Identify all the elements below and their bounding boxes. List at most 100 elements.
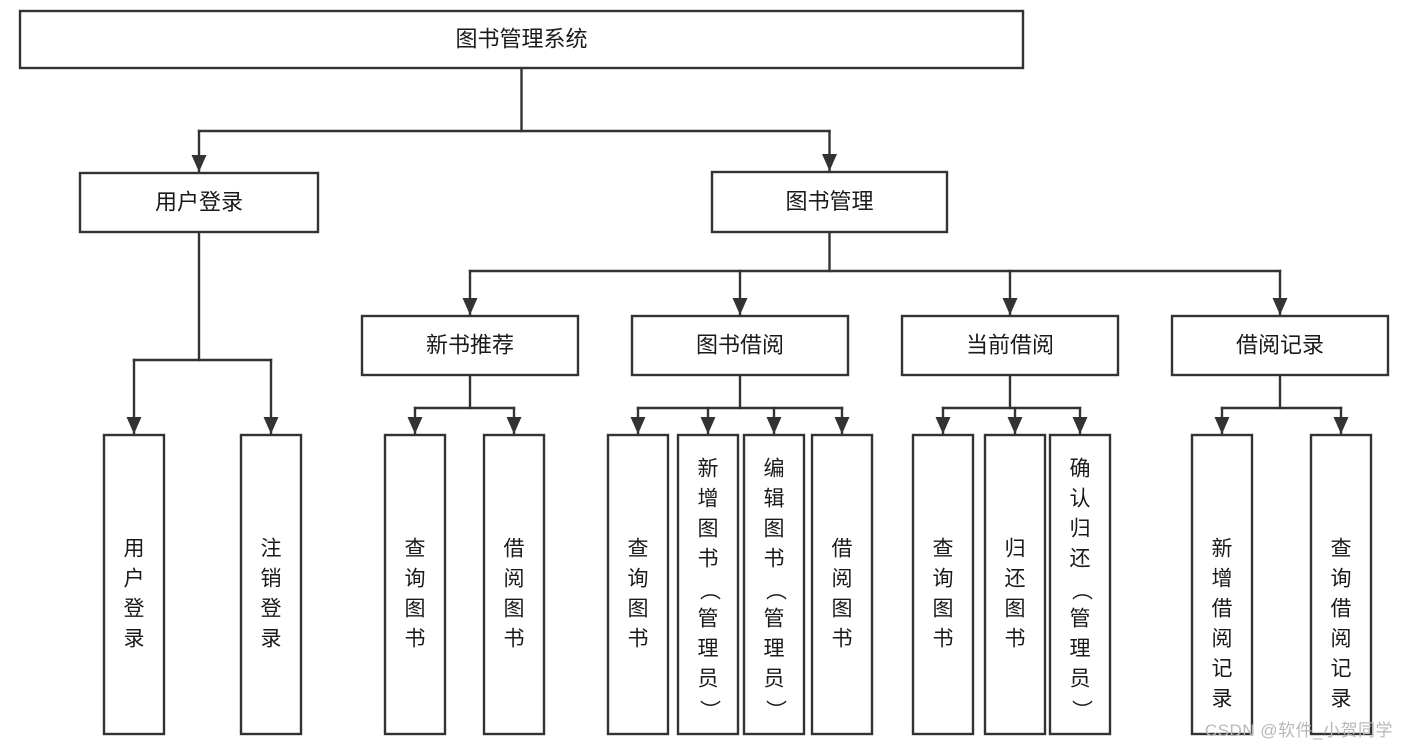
node-label-char: 新 — [698, 458, 719, 481]
node-root[interactable]: 图书管理系统 — [18, 9, 1025, 70]
node-label-char: 书 — [933, 628, 954, 651]
arrow-head-icon — [935, 417, 951, 434]
node-box-leaf-borrow-book-1 — [482, 433, 546, 736]
node-label-char: 管 — [1070, 608, 1091, 631]
node-leaf-user-login[interactable]: 用户登录 — [102, 433, 166, 736]
node-label-char: 增 — [1212, 568, 1233, 591]
node-label-borrow-records: 借阅记录 — [1236, 332, 1324, 357]
node-label-char: 阅 — [1212, 628, 1233, 651]
arrow-head-icon — [506, 417, 522, 434]
arrow-head-icon — [1007, 417, 1023, 434]
node-label-char: 查 — [405, 538, 426, 561]
node-label-char: 阅 — [504, 568, 525, 591]
node-current-borrow[interactable]: 当前借阅 — [900, 314, 1120, 377]
arrow-head-icon — [834, 417, 850, 434]
connector-layer — [126, 66, 1349, 436]
node-label-char: 辑 — [764, 488, 785, 511]
arrow-head-icon — [732, 298, 748, 315]
node-label-char: 销 — [261, 568, 282, 591]
arrow-head-icon — [126, 417, 142, 434]
node-label-book-management: 图书管理 — [785, 189, 873, 214]
node-label-char: 登 — [124, 598, 145, 621]
node-book-borrow[interactable]: 图书借阅 — [630, 314, 850, 377]
node-label-char: 录 — [124, 628, 145, 651]
node-label-char: 图 — [1005, 598, 1026, 621]
node-label-char: （ — [697, 580, 720, 601]
arrow-head-icon — [1214, 417, 1230, 434]
node-label-char: 注 — [261, 538, 282, 561]
node-label-char: 登 — [261, 598, 282, 621]
arrow-head-icon — [630, 417, 646, 434]
node-box-leaf-add-record — [1190, 433, 1254, 736]
node-label-char: （ — [1069, 580, 1092, 601]
node-box-leaf-query-book-1 — [383, 433, 447, 736]
node-label-char: 认 — [1070, 488, 1091, 511]
node-box-leaf-query-book-3 — [911, 433, 975, 736]
arrow-head-icon — [1002, 298, 1018, 315]
node-label-char: 还 — [1070, 548, 1091, 571]
node-label-char: 书 — [1005, 628, 1026, 651]
node-label-char: （ — [763, 580, 786, 601]
node-label-char: 借 — [832, 538, 853, 561]
node-label-char: 员 — [698, 668, 719, 691]
node-label-char: 阅 — [1331, 628, 1352, 651]
node-label-char: 询 — [628, 568, 649, 591]
node-box-leaf-query-book-2 — [606, 433, 670, 736]
node-label-char: 图 — [698, 518, 719, 541]
node-label-char: 用 — [124, 538, 145, 561]
node-label-char: 录 — [1331, 688, 1352, 711]
node-box-leaf-confirm-return — [1048, 433, 1112, 736]
node-label-new-book-recommend: 新书推荐 — [426, 332, 514, 357]
node-label-char: 理 — [1070, 638, 1091, 661]
node-borrow-records[interactable]: 借阅记录 — [1170, 314, 1390, 377]
node-label-book-borrow: 图书借阅 — [696, 332, 784, 357]
node-book-management[interactable]: 图书管理 — [710, 170, 949, 234]
node-label-char: 还 — [1005, 568, 1026, 591]
node-box-leaf-query-record — [1309, 433, 1373, 736]
node-label-char: 图 — [764, 518, 785, 541]
node-box-borrow-records — [1170, 314, 1390, 377]
node-box-current-borrow — [900, 314, 1120, 377]
node-label-char: 理 — [698, 638, 719, 661]
node-label-char: 归 — [1070, 518, 1091, 541]
arrow-head-icon — [407, 417, 423, 434]
node-label-char: 图 — [832, 598, 853, 621]
node-layer: 图书管理系统用户登录用户登录注销登录图书管理新书推荐查询图书借阅图书图书借阅查询… — [18, 9, 1390, 736]
node-label-char: 查 — [1331, 538, 1352, 561]
node-label-char: 理 — [764, 638, 785, 661]
node-label-char: 书 — [832, 628, 853, 651]
node-label-char: 图 — [628, 598, 649, 621]
node-box-leaf-add-book — [676, 433, 740, 736]
node-label-char: 员 — [1070, 668, 1091, 691]
node-box-user-login — [78, 171, 320, 234]
node-label-char: 书 — [698, 548, 719, 571]
node-user-login[interactable]: 用户登录 — [78, 171, 320, 234]
node-label-char: 管 — [698, 608, 719, 631]
node-label-char: 记 — [1331, 658, 1352, 681]
node-label-char: 归 — [1005, 538, 1026, 561]
node-label-user-login: 用户登录 — [155, 189, 243, 214]
node-box-root — [18, 9, 1025, 70]
node-box-leaf-return-book — [983, 433, 1047, 736]
node-label-char: 借 — [1212, 598, 1233, 621]
node-box-book-management — [710, 170, 949, 234]
node-label-char: 图 — [405, 598, 426, 621]
arrow-head-icon — [700, 417, 716, 434]
node-new-book-recommend[interactable]: 新书推荐 — [360, 314, 580, 377]
node-box-book-borrow — [630, 314, 850, 377]
node-label-char: 编 — [764, 458, 785, 481]
node-box-leaf-user-logout — [239, 433, 303, 736]
